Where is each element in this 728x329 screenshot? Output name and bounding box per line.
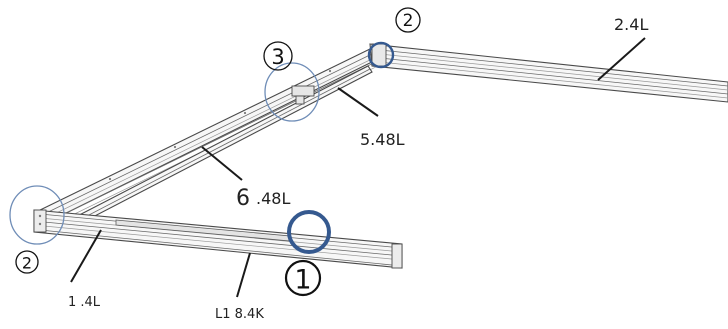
label-long-diagonal-suffix: .48L bbox=[256, 189, 290, 208]
inner-diagonal-brace bbox=[57, 65, 373, 233]
leader-front-long bbox=[236, 252, 251, 298]
callout-ring-top-corner bbox=[367, 41, 395, 69]
svg-text:3: 3 bbox=[271, 45, 284, 69]
callout-number-2-left: 2 bbox=[15, 250, 39, 274]
callout-ring-left-corner bbox=[9, 185, 65, 245]
front-long-rail bbox=[33, 209, 403, 269]
label-middle-brace: 5.48L bbox=[360, 130, 405, 149]
leader-middle-brace bbox=[337, 87, 379, 117]
svg-text:2: 2 bbox=[22, 254, 32, 273]
top-right-rail bbox=[369, 43, 728, 103]
svg-text:2: 2 bbox=[403, 11, 414, 31]
leader-lines bbox=[70, 37, 646, 298]
label-front-long-rail: L1 8.4K bbox=[215, 307, 264, 322]
callout-ring-3 bbox=[264, 62, 320, 122]
callout-number-1: 1 bbox=[284, 259, 322, 297]
label-long-diagonal-number: 6 bbox=[236, 186, 250, 211]
long-diagonal-rail bbox=[34, 47, 386, 226]
middle-bracket bbox=[291, 85, 315, 105]
leader-top-right bbox=[597, 37, 646, 81]
label-top-right-rail: 2.4L bbox=[614, 15, 648, 34]
callout-number-2-top: 2 bbox=[395, 7, 421, 33]
callout-number-3: 3 bbox=[263, 41, 293, 71]
label-front-left-short: 1 .4L bbox=[68, 295, 101, 310]
leader-long-diagonal bbox=[201, 146, 243, 181]
leader-front-left bbox=[70, 229, 102, 283]
callout-ring-1 bbox=[287, 210, 331, 254]
svg-text:1: 1 bbox=[294, 265, 311, 296]
